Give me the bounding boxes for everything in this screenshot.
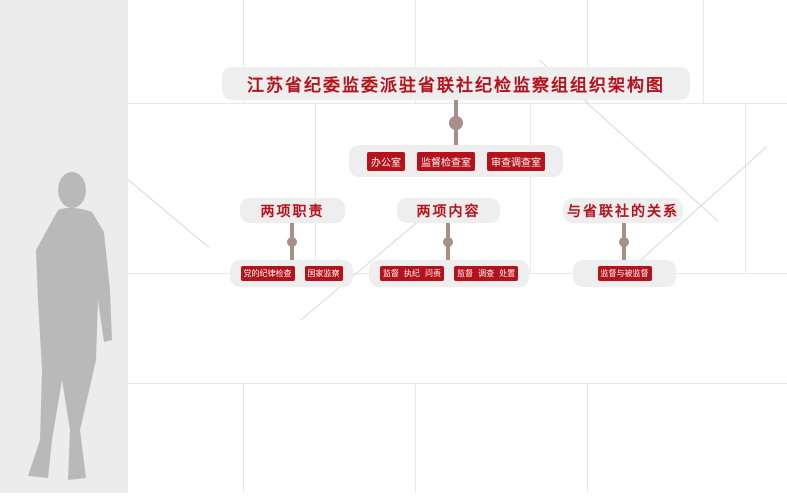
- chart-title: 江苏省纪委监委派驻省联社纪检监察组组织架构图: [247, 76, 665, 96]
- item-badge: 党的纪律检查: [240, 266, 295, 281]
- connector-node: [287, 237, 297, 247]
- section-items: 监督与被监督: [573, 260, 676, 287]
- office-badge: 办公室: [367, 151, 405, 171]
- section-items: 监督 执纪 问责 监督 调查 处置: [369, 260, 529, 287]
- connector-node: [619, 237, 629, 247]
- item-badge: 监督 调查 处置: [454, 266, 519, 281]
- section-header: 两项职责: [240, 198, 345, 223]
- section-header: 两项内容: [397, 198, 500, 223]
- side-panel: [0, 0, 128, 493]
- chart-title-box: 江苏省纪委监委派驻省联社纪检监察组组织架构图: [222, 67, 690, 100]
- office-badge: 监督检查室: [417, 151, 475, 171]
- office-badge: 审查调查室: [487, 151, 545, 171]
- section-items: 党的纪律检查 国家监察: [230, 260, 353, 287]
- item-badge: 国家监察: [304, 266, 343, 281]
- item-badge: 监督与被监督: [597, 266, 652, 281]
- human-silhouette-icon: [28, 172, 112, 480]
- connector-node: [449, 116, 463, 130]
- item-badge: 监督 执纪 问责: [379, 266, 444, 281]
- offices-box: 办公室 监督检查室 审查调查室: [349, 145, 563, 177]
- connector-node: [443, 237, 453, 247]
- section-header: 与省联社的关系: [563, 198, 683, 223]
